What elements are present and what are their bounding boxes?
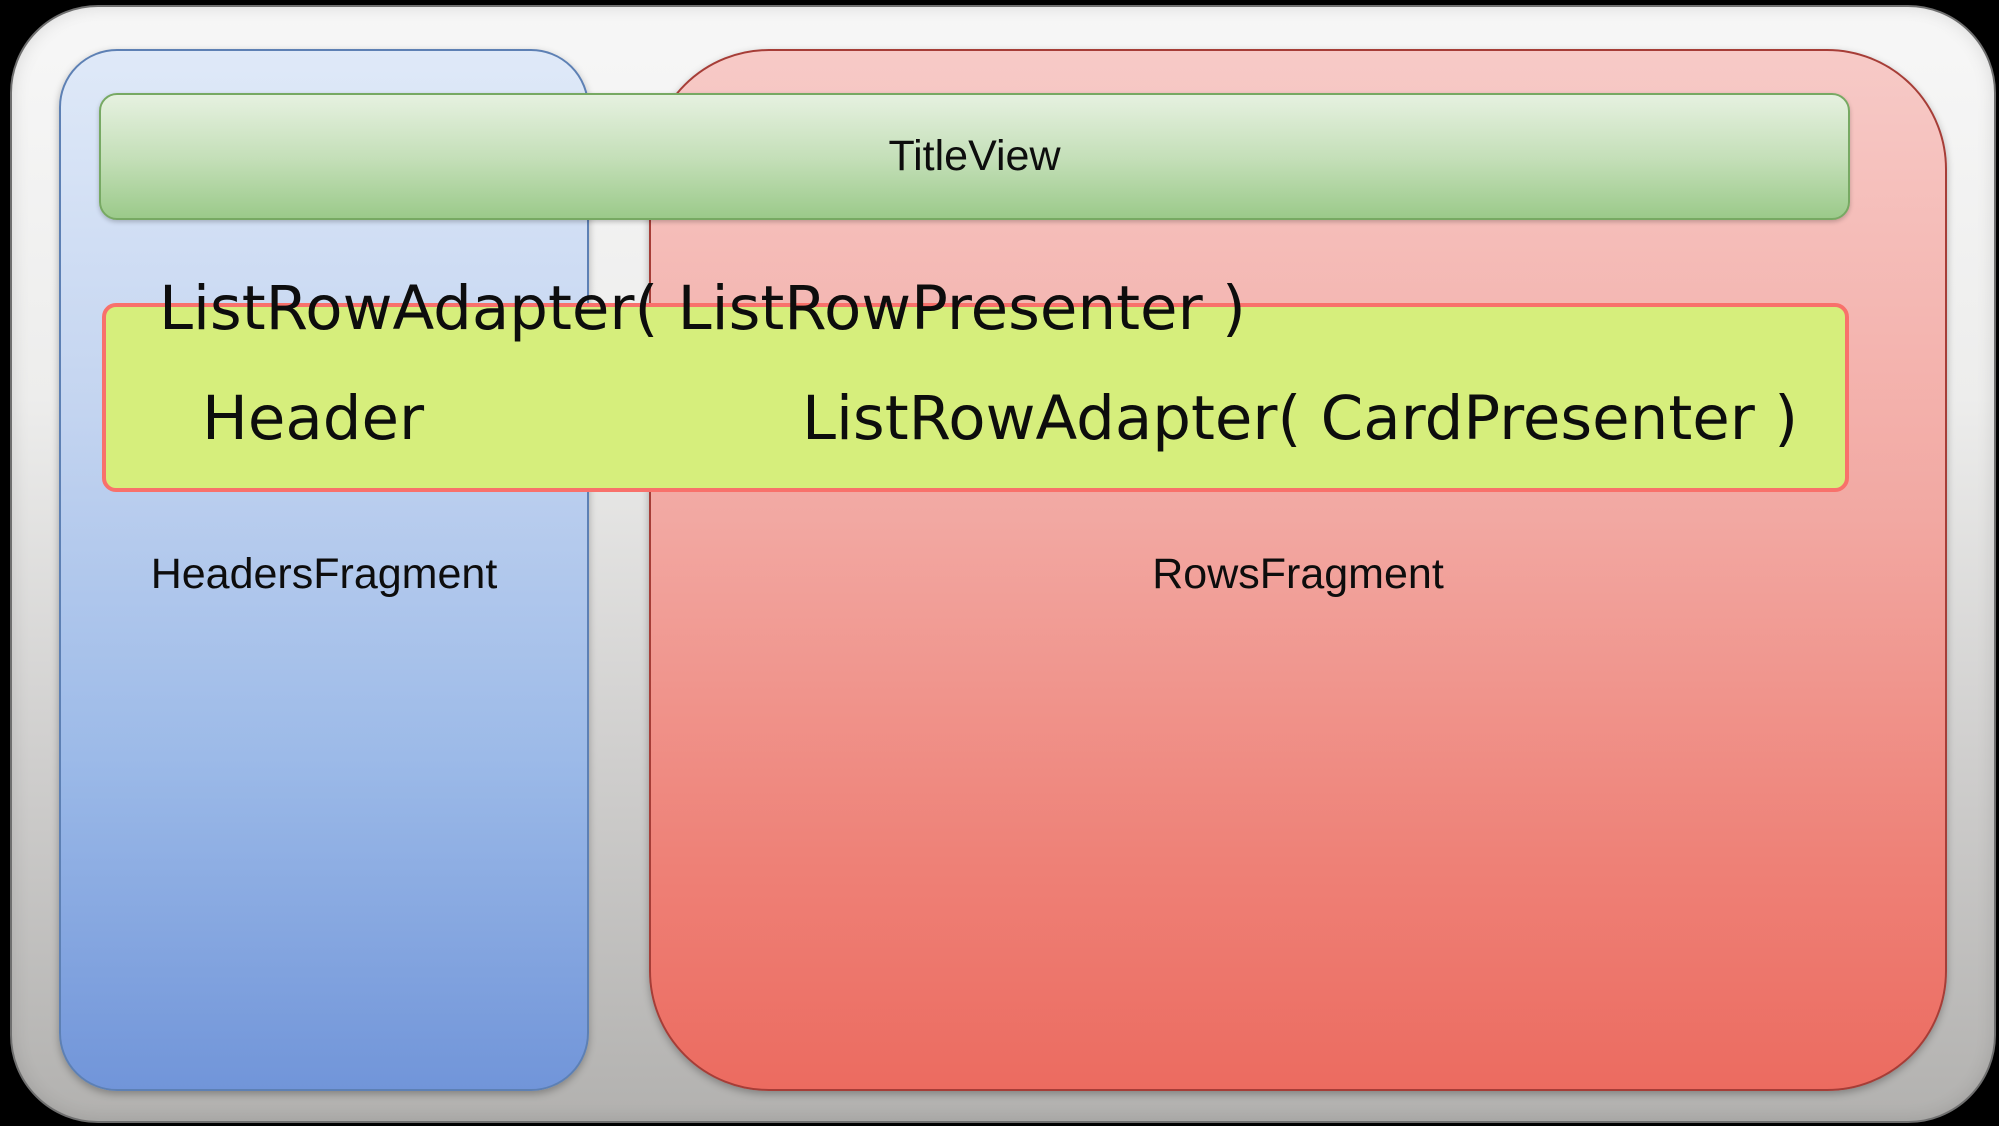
list-row-adapter-box — [102, 303, 1849, 492]
list-row-presenter-label: ListRowAdapter( ListRowPresenter ) — [159, 273, 1246, 344]
header-label: Header — [202, 383, 425, 454]
title-view-label: TitleView — [888, 132, 1061, 180]
headers-fragment-box — [59, 49, 589, 1091]
headers-fragment-label: HeadersFragment — [150, 550, 498, 598]
rows-fragment-label: RowsFragment — [1152, 550, 1444, 598]
screen-frame: TitleView ListRowAdapter( ListRowPresent… — [10, 5, 1996, 1123]
title-view-bar: TitleView — [99, 93, 1850, 220]
card-presenter-label: ListRowAdapter( CardPresenter ) — [802, 383, 1799, 454]
rows-fragment-box — [649, 49, 1947, 1091]
